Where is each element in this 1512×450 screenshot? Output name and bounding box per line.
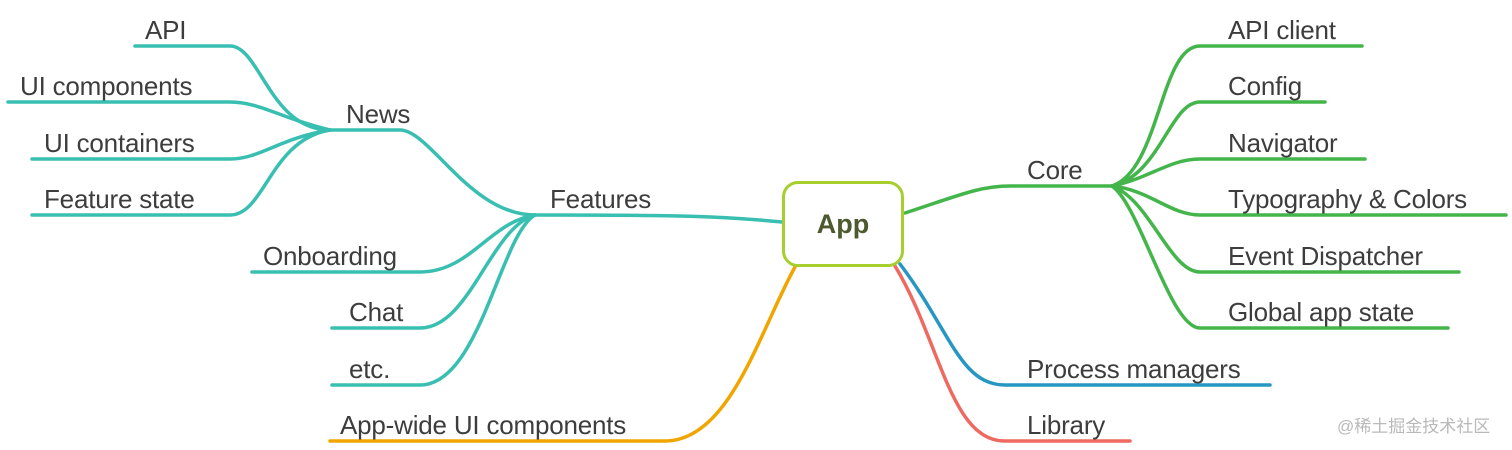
node-api-client[interactable]: API client [1228, 15, 1336, 45]
watermark: @稀土掘金技术社区 [1337, 417, 1491, 436]
node-process-managers[interactable]: Process managers [1027, 354, 1241, 384]
node-news[interactable]: News [346, 99, 411, 129]
node-ui-containers[interactable]: UI containers [44, 128, 195, 158]
node-config[interactable]: Config [1228, 71, 1302, 101]
node-event-dispatcher[interactable]: Event Dispatcher [1228, 241, 1423, 271]
node-onboarding[interactable]: Onboarding [263, 241, 397, 271]
node-global-app-state[interactable]: Global app state [1228, 297, 1415, 327]
node-etc[interactable]: etc. [349, 354, 391, 384]
node-api[interactable]: API [145, 15, 187, 45]
node-library[interactable]: Library [1027, 410, 1106, 440]
node-chat[interactable]: Chat [349, 297, 404, 327]
node-feature-state[interactable]: Feature state [44, 184, 195, 214]
root-node-app[interactable]: App [782, 181, 904, 267]
root-label: App [816, 208, 870, 239]
node-typography-colors[interactable]: Typography & Colors [1228, 184, 1467, 214]
node-app-wide-ui-components[interactable]: App-wide UI components [340, 410, 627, 440]
node-navigator[interactable]: Navigator [1228, 128, 1338, 158]
node-core[interactable]: Core [1027, 155, 1083, 185]
node-features[interactable]: Features [550, 184, 652, 214]
node-ui-components[interactable]: UI components [20, 71, 193, 101]
